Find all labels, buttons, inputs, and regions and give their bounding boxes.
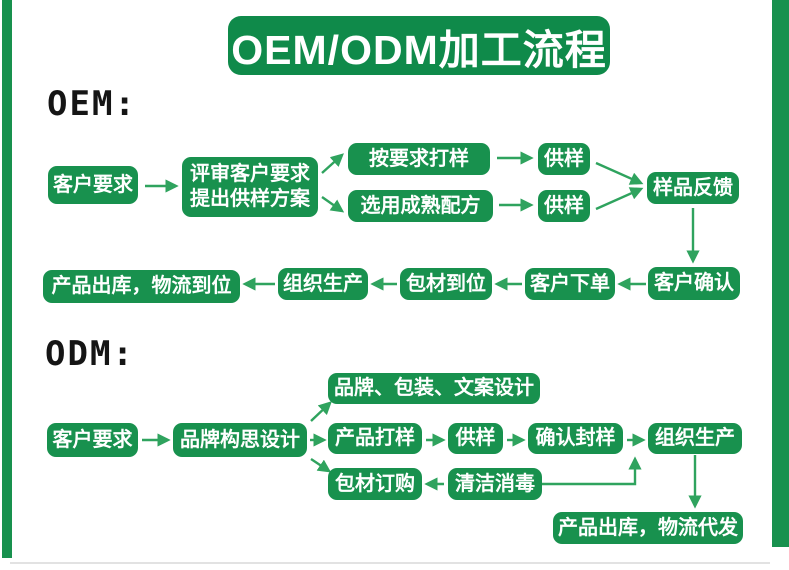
arrow-cleaning-to-seal	[542, 456, 642, 486]
node-oem-sample-feedback: 样品反馈	[647, 172, 739, 204]
node-oem-packaging-ready: 包材到位	[400, 268, 492, 300]
node-odm-product-sample: 产品打样	[328, 423, 422, 454]
page-title: OEM/ODM加工流程	[228, 16, 610, 75]
node-odm-delivery: 产品出库，物流代发	[553, 512, 743, 544]
arrow-review-to-formula	[321, 196, 345, 213]
oem-section-label: OEM:	[47, 84, 137, 124]
node-oem-sample-per-request: 按要求打样	[348, 143, 490, 175]
node-oem-customer-order: 客户下单	[525, 268, 615, 300]
node-oem-mature-formula: 选用成熟配方	[348, 190, 493, 222]
right-accent-stripe	[772, 0, 789, 547]
node-odm-confirm-seal: 确认封样	[528, 423, 623, 454]
arrow-design-to-packaging-order	[310, 458, 332, 473]
node-odm-cleaning: 清洁消毒	[448, 468, 542, 500]
arrow-design-to-copy	[310, 401, 332, 422]
node-oem-customer-request: 客户要求	[48, 166, 138, 204]
node-odm-customer-request: 客户要求	[47, 423, 138, 457]
node-oem-customer-confirm: 客户确认	[648, 267, 740, 300]
arrow-supply2-to-feedback	[595, 187, 644, 211]
node-odm-packaging-order: 包材订购	[328, 468, 422, 500]
odm-section-label: ODM:	[45, 334, 135, 374]
node-odm-brand-design: 品牌构思设计	[173, 423, 307, 457]
node-oem-review-proposal: 评审客户要求 提出供样方案	[182, 157, 318, 217]
node-oem-production: 组织生产	[278, 268, 368, 300]
node-odm-production: 组织生产	[648, 423, 742, 454]
node-oem-supply-sample-2: 供样	[538, 190, 590, 222]
bottom-divider	[10, 562, 770, 564]
node-odm-brand-package-copy: 品牌、包装、文案设计	[328, 373, 540, 404]
arrow-supply1-to-feedback	[595, 161, 644, 185]
node-odm-supply-sample: 供样	[448, 423, 503, 454]
node-oem-delivery: 产品出库，物流到位	[43, 270, 240, 303]
arrow-review-to-sample	[321, 153, 344, 174]
left-accent-stripe	[2, 0, 12, 558]
node-oem-supply-sample-1: 供样	[538, 143, 590, 175]
